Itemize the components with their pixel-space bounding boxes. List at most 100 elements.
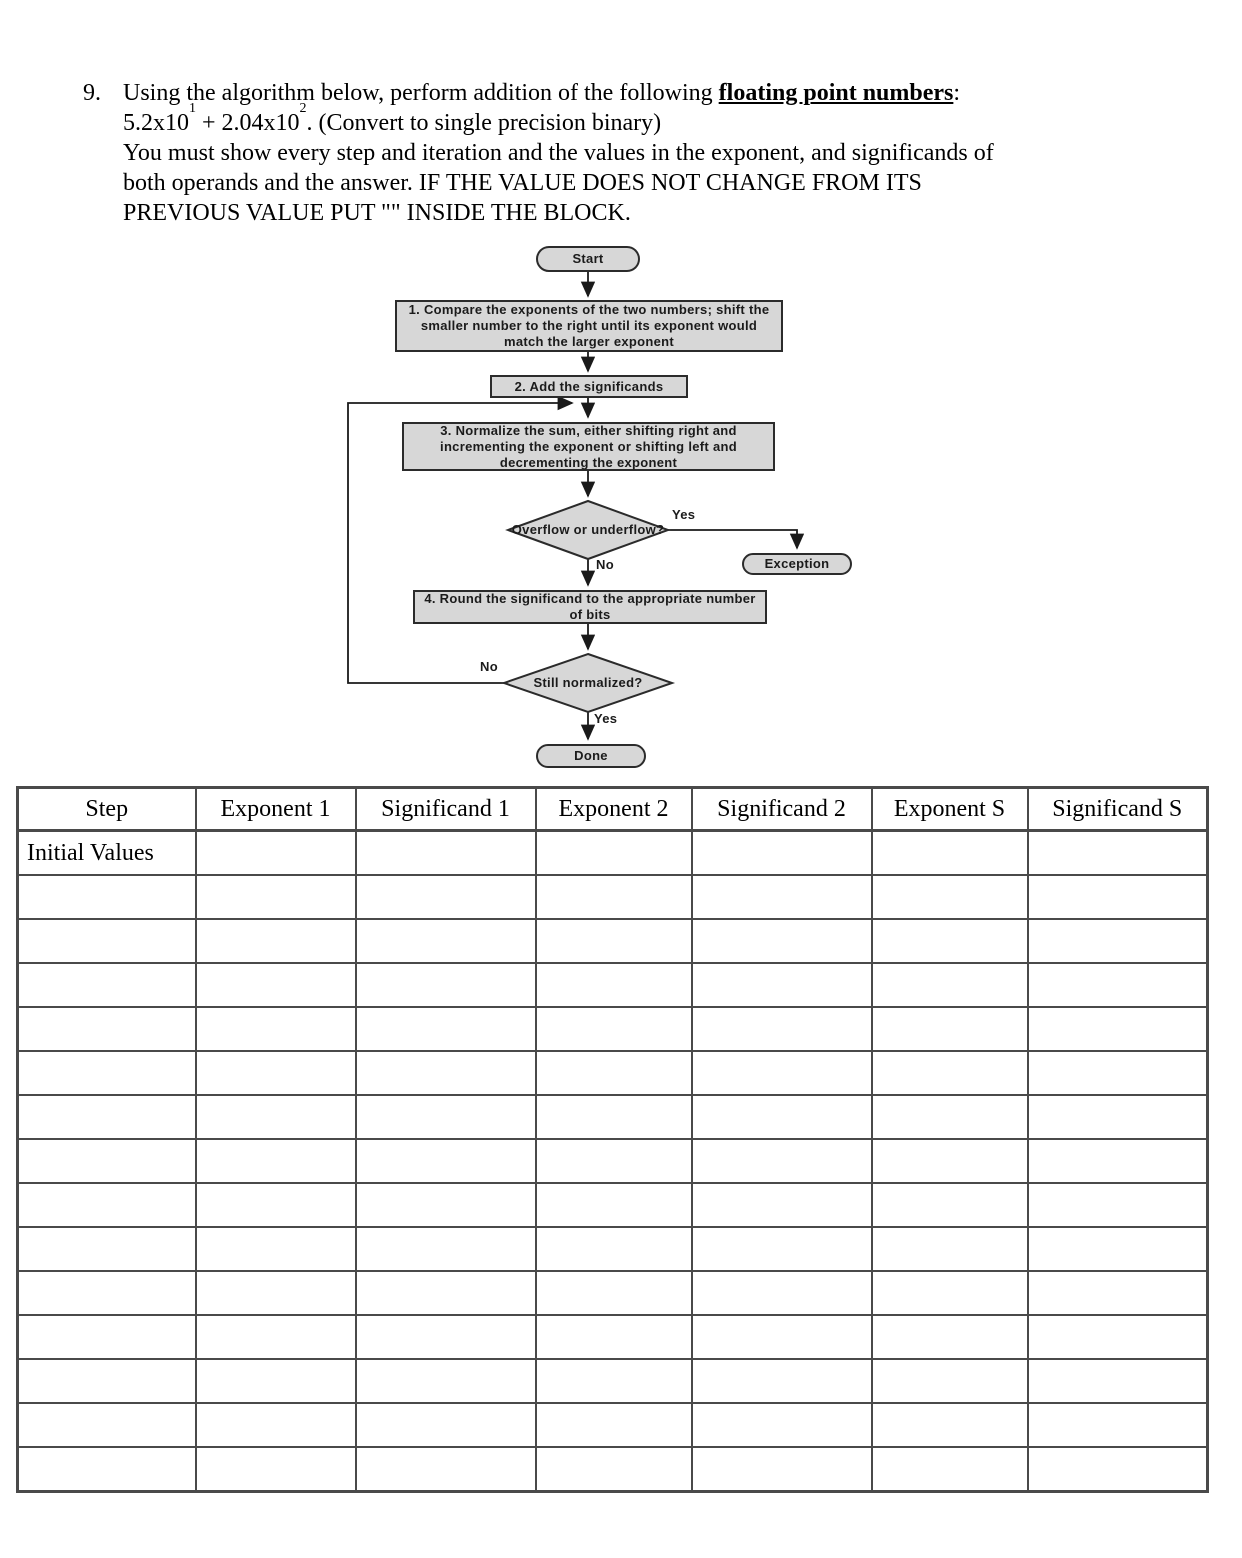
value-cell: [194, 1226, 357, 1272]
value-cell: [194, 918, 357, 964]
value-cell: [870, 1270, 1029, 1316]
value-cell: [534, 1270, 693, 1316]
value-cell: [870, 1402, 1029, 1448]
table-row: [16, 1270, 1209, 1316]
value-cell: [690, 1446, 873, 1493]
header-exponent-s: Exponent S: [870, 786, 1029, 832]
still-normalized-diamond: [500, 652, 676, 714]
value-cell: [194, 1270, 357, 1316]
value-cell: [354, 1358, 537, 1404]
done-node: Done: [536, 744, 646, 768]
value-cell: [1026, 1314, 1209, 1360]
value-cell: [690, 1314, 873, 1360]
question-text: Using the algorithm below, perform addit…: [123, 78, 1203, 228]
fp-addition-flowchart: Start 1. Compare the exponents of the tw…: [320, 235, 890, 785]
value-cell: [354, 1314, 537, 1360]
question-line-4: both operands and the answer. IF THE VAL…: [123, 170, 922, 196]
value-cell: [534, 1226, 693, 1272]
value-cell: [194, 1358, 357, 1404]
table-row: [16, 1358, 1209, 1404]
value-cell: [870, 1446, 1029, 1493]
header-significand-s: Significand S: [1026, 786, 1209, 832]
decision1-yes-label: Yes: [672, 507, 696, 522]
value-cell: [690, 1094, 873, 1140]
value-cell: [870, 829, 1029, 876]
value-cell: [194, 1182, 357, 1228]
table-row: [16, 874, 1209, 920]
step3-box: 3. Normalize the sum, either shifting ri…: [402, 422, 775, 471]
value-cell: [690, 1402, 873, 1448]
value-cell: [870, 1138, 1029, 1184]
header-exponent-2: Exponent 2: [534, 786, 693, 832]
table-row: [16, 962, 1209, 1008]
step-cell: [16, 1226, 197, 1272]
value-cell: [870, 1358, 1029, 1404]
value-cell: [354, 1270, 537, 1316]
exponent-1-sup: 1: [189, 101, 196, 116]
table-row: [16, 1138, 1209, 1184]
value-cell: [534, 1006, 693, 1052]
value-cell: [690, 1138, 873, 1184]
value-cell: [194, 1402, 357, 1448]
value-cell: [354, 1050, 537, 1096]
value-cell: [534, 1402, 693, 1448]
header-significand-2: Significand 2: [690, 786, 873, 832]
step-cell: [16, 1094, 197, 1140]
value-cell: [534, 1446, 693, 1493]
step-cell: [16, 1270, 197, 1316]
worksheet-table-body: Initial Values: [16, 829, 1209, 1493]
value-cell: [194, 1314, 357, 1360]
table-header-row: Step Exponent 1 Significand 1 Exponent 2…: [16, 786, 1209, 832]
value-cell: [354, 1402, 537, 1448]
value-cell: [354, 918, 537, 964]
step-cell: [16, 962, 197, 1008]
value-cell: [534, 1182, 693, 1228]
value-cell: [690, 1050, 873, 1096]
step1-box: 1. Compare the exponents of the two numb…: [395, 300, 783, 352]
question-line-1: Using the algorithm below, perform addit…: [123, 80, 961, 106]
value-cell: [354, 874, 537, 920]
value-cell: [194, 1094, 357, 1140]
still-normalized-label: Still normalized?: [533, 675, 643, 690]
value-cell: [1026, 918, 1209, 964]
value-cell: [1026, 1402, 1209, 1448]
value-cell: [870, 1006, 1029, 1052]
step-cell: [16, 1314, 197, 1360]
value-cell: [354, 1094, 537, 1140]
header-exponent-1: Exponent 1: [194, 786, 357, 832]
value-cell: [1026, 1006, 1209, 1052]
value-cell: [690, 1006, 873, 1052]
exception-node: Exception: [742, 553, 852, 575]
step-cell: [16, 874, 197, 920]
value-cell: [194, 1050, 357, 1096]
question-expression: 5.2x101 + 2.04x102. (Convert to single p…: [123, 101, 662, 137]
value-cell: [870, 1094, 1029, 1140]
start-node: Start: [536, 246, 640, 272]
value-cell: [870, 1050, 1029, 1096]
value-cell: [354, 1138, 537, 1184]
step4-box: 4. Round the significand to the appropri…: [413, 590, 767, 624]
table-row: [16, 1314, 1209, 1360]
step-cell: [16, 918, 197, 964]
decision1-no-label: No: [596, 557, 614, 572]
table-row: [16, 1226, 1209, 1272]
value-cell: [1026, 1138, 1209, 1184]
step2-box: 2. Add the significands: [490, 375, 688, 398]
header-step: Step: [16, 786, 197, 832]
value-cell: [194, 1138, 357, 1184]
table-row: [16, 1182, 1209, 1228]
value-cell: [690, 918, 873, 964]
value-cell: [1026, 1446, 1209, 1493]
value-cell: [194, 874, 357, 920]
value-cell: [1026, 1226, 1209, 1272]
step-cell: [16, 1138, 197, 1184]
value-cell: [870, 874, 1029, 920]
step-cell: [16, 1006, 197, 1052]
value-cell: [534, 962, 693, 1008]
step-cell: [16, 1182, 197, 1228]
value-cell: [690, 874, 873, 920]
flowchart-connectors: [347, 272, 805, 741]
value-cell: [690, 1226, 873, 1272]
question-line-3: You must show every step and iteration a…: [123, 140, 994, 166]
